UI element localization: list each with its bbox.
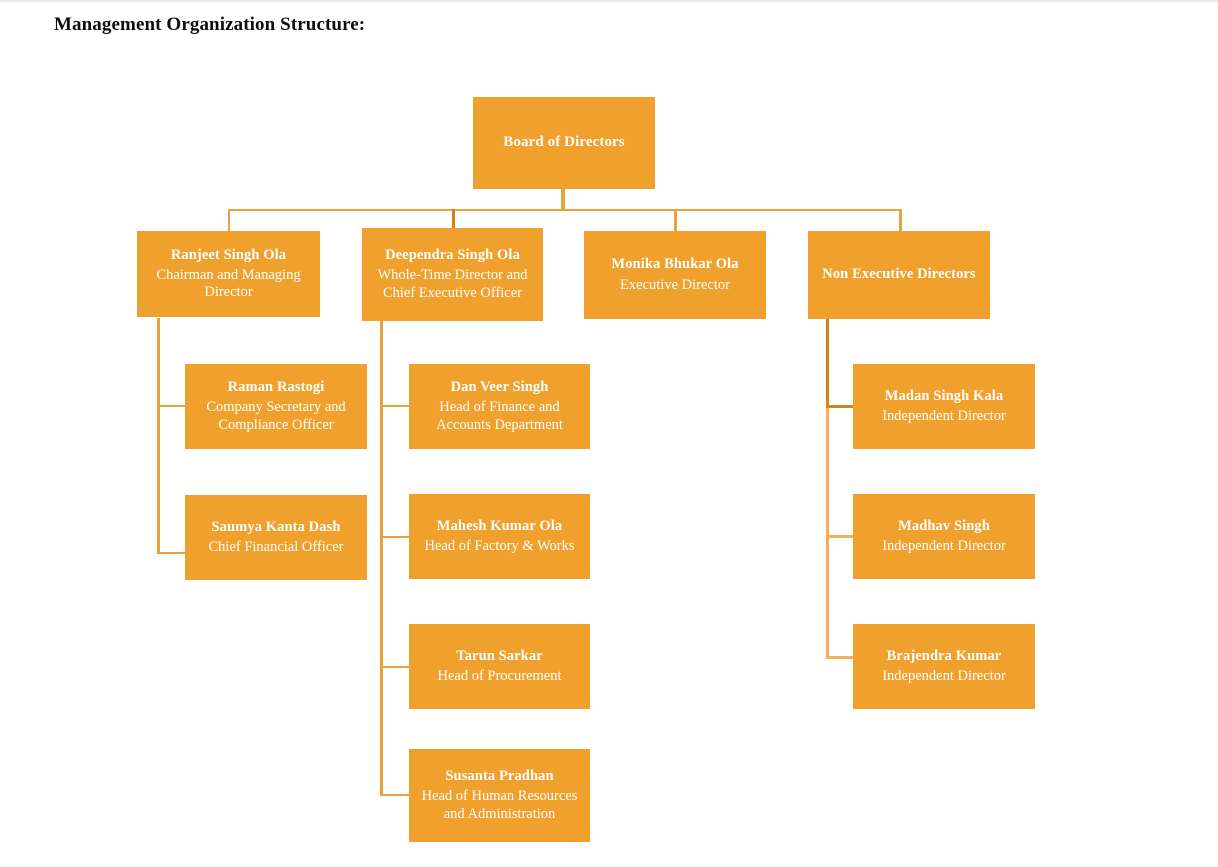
connector-drop-nonexec [899, 209, 902, 231]
node-title: Chief Financial Officer [208, 539, 344, 555]
node-madhav-singh[interactable]: Madhav Singh Independent Director [853, 494, 1035, 579]
connector-stub-raman [157, 405, 185, 407]
node-title: Company Secretary and Compliance Officer [206, 399, 346, 433]
node-title: Head of Human Resources and Administrati… [421, 788, 578, 822]
node-name: Brajendra Kumar [886, 647, 1002, 664]
connector-stub-danveer [380, 405, 409, 407]
connector-stub-brajendra [826, 656, 854, 659]
connector-trunk-ranjeet [157, 318, 160, 554]
node-deependra-singh-ola[interactable]: Deependra Singh Ola Whole-Time Director … [362, 228, 543, 321]
node-name: Madan Singh Kala [884, 387, 1004, 404]
node-name: Mahesh Kumar Ola [436, 517, 563, 534]
connector-stub-tarun [380, 666, 409, 668]
connector-drop-ranjeet [228, 209, 230, 231]
node-saumya-kanta-dash[interactable]: Saumya Kanta Dash Chief Financial Office… [185, 495, 367, 580]
node-title: Chairman and Managing Director [156, 266, 301, 301]
node-tarun-sarkar[interactable]: Tarun Sarkar Head of Procurement [409, 624, 590, 709]
connector-stub-madan [826, 405, 854, 408]
node-title: Independent Director [882, 408, 1006, 424]
node-name: Monika Bhukar Ola [611, 256, 739, 273]
page-title: Management Organization Structure: [54, 14, 366, 35]
connector-root-stem [561, 189, 565, 211]
node-name: Susanta Pradhan [445, 768, 554, 785]
node-brajendra-kumar[interactable]: Brajendra Kumar Independent Director [853, 624, 1035, 709]
connector-stub-saumya [157, 552, 185, 554]
node-madan-singh-kala[interactable]: Madan Singh Kala Independent Director [853, 364, 1035, 449]
node-name: Madhav Singh [898, 517, 990, 534]
node-title: Executive Director [620, 276, 730, 293]
node-name: Tarun Sarkar [456, 647, 543, 664]
node-title: Head of Procurement [437, 668, 562, 684]
connector-stub-mahesh [380, 536, 409, 538]
node-ranjeet-singh-ola[interactable]: Ranjeet Singh Ola Chairman and Managing … [137, 231, 320, 317]
node-title: Head of Factory & Works [424, 538, 575, 554]
node-name: Board of Directors [503, 134, 625, 151]
node-name: Raman Rastogi [227, 379, 325, 396]
page-top-rule [0, 0, 1218, 2]
connector-stub-madhav [826, 535, 854, 538]
node-non-executive-directors[interactable]: Non Executive Directors [808, 231, 990, 319]
node-dan-veer-singh[interactable]: Dan Veer Singh Head of Finance and Accou… [409, 364, 590, 449]
node-name: Dan Veer Singh [450, 379, 549, 396]
node-susanta-pradhan[interactable]: Susanta Pradhan Head of Human Resources … [409, 749, 590, 842]
connector-trunk-deependra [380, 318, 383, 796]
node-mahesh-kumar-ola[interactable]: Mahesh Kumar Ola Head of Factory & Works [409, 494, 590, 579]
node-title: Whole-Time Director and Chief Executive … [377, 267, 528, 301]
node-name: Deependra Singh Ola [385, 247, 520, 264]
connector-drop-deependra [452, 209, 455, 231]
node-monika-bhukar-ola[interactable]: Monika Bhukar Ola Executive Director [584, 231, 766, 319]
node-name: Ranjeet Singh Ola [170, 246, 287, 263]
connector-drop-monika [674, 209, 677, 231]
node-name: Saumya Kanta Dash [211, 518, 341, 535]
node-board-of-directors[interactable]: Board of Directors [473, 97, 655, 189]
node-raman-rastogi[interactable]: Raman Rastogi Company Secretary and Comp… [185, 364, 367, 449]
connector-stub-susanta [380, 794, 409, 796]
connector-trunk-nonexec-lower [826, 406, 829, 658]
connector-level2-bus [228, 209, 902, 211]
node-title: Head of Finance and Accounts Department [436, 399, 563, 433]
node-name: Non Executive Directors [822, 266, 976, 283]
node-title: Independent Director [882, 538, 1006, 554]
connector-trunk-nonexec-upper [826, 318, 829, 408]
node-title: Independent Director [882, 668, 1006, 684]
